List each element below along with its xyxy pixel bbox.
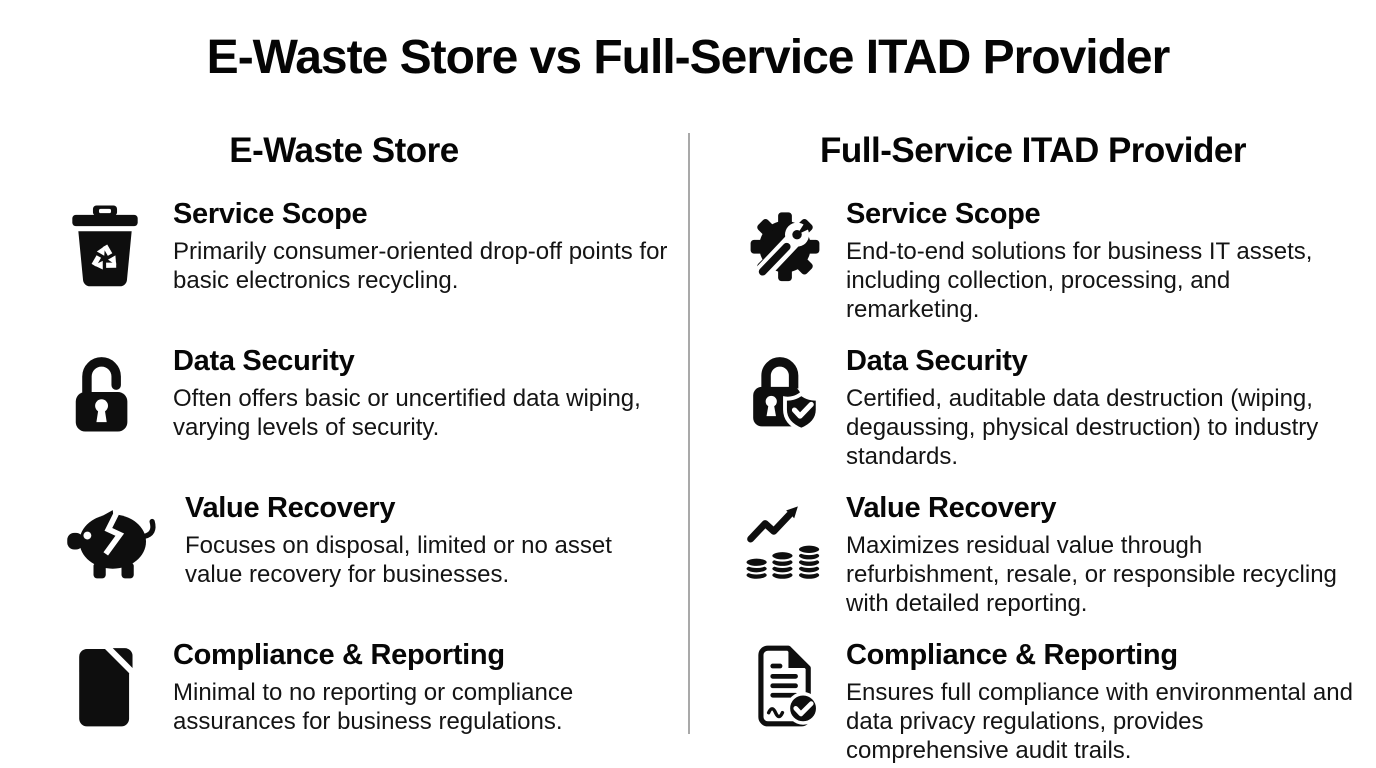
feature-title: Value Recovery	[846, 492, 1057, 524]
feature-title: Data Security	[846, 345, 1028, 377]
feature-item-service-scope-right: Service Scope End-to-end solutions for b…	[690, 197, 1376, 344]
recycle-bin-icon	[62, 201, 148, 289]
column-header-itad: Full-Service ITAD Provider	[820, 131, 1246, 170]
column-itad-provider: Full-Service ITAD Provider	[690, 131, 1376, 768]
audit-document-check-icon	[742, 642, 828, 730]
gear-wrench-icon	[742, 201, 828, 289]
feature-title: Value Recovery	[185, 492, 396, 524]
feature-title: Service Scope	[846, 198, 1041, 230]
feature-item-data-security-right: Data Security Certified, auditable data …	[690, 344, 1376, 491]
feature-item-compliance-right: Compliance & Reporting Ensures full comp…	[690, 638, 1376, 768]
blank-document-icon	[62, 642, 148, 730]
feature-description: Primarily consumer-oriented drop-off poi…	[173, 238, 668, 294]
feature-item-compliance-left: Compliance & Reporting Minimal to no rep…	[0, 638, 688, 768]
feature-description: Focuses on disposal, limited or no asset…	[185, 532, 612, 588]
feature-description: Often offers basic or uncertified data w…	[173, 385, 641, 441]
broken-piggy-bank-icon	[62, 495, 160, 583]
feature-description: Minimal to no reporting or compliance as…	[173, 679, 574, 735]
feature-description: Ensures full compliance with environment…	[846, 679, 1353, 764]
column-header-ewaste: E-Waste Store	[229, 131, 459, 170]
feature-title: Compliance & Reporting	[846, 639, 1178, 671]
growth-arrow-coins-icon	[742, 495, 828, 583]
feature-item-data-security-left: Data Security Often offers basic or unce…	[0, 344, 688, 491]
feature-description: Maximizes residual value through refurbi…	[846, 532, 1337, 617]
feature-title: Service Scope	[173, 198, 368, 230]
column-divider	[688, 133, 690, 734]
column-ewaste-store: E-Waste Store	[0, 131, 688, 768]
feature-title: Data Security	[173, 345, 355, 377]
padlock-shield-check-icon	[742, 348, 828, 436]
feature-item-value-recovery-right: Value Recovery Maximizes residual value …	[690, 491, 1376, 638]
feature-item-service-scope-left: Service Scope Primarily consumer-oriente…	[0, 197, 688, 344]
page-title: E-Waste Store vs Full-Service ITAD Provi…	[206, 31, 1171, 84]
feature-description: End-to-end solutions for business IT ass…	[846, 238, 1313, 323]
feature-description: Certified, auditable data destruction (w…	[846, 385, 1319, 470]
open-padlock-icon	[62, 348, 148, 436]
feature-title: Compliance & Reporting	[173, 639, 505, 671]
feature-item-value-recovery-left: Value Recovery Focuses on disposal, limi…	[0, 491, 688, 638]
